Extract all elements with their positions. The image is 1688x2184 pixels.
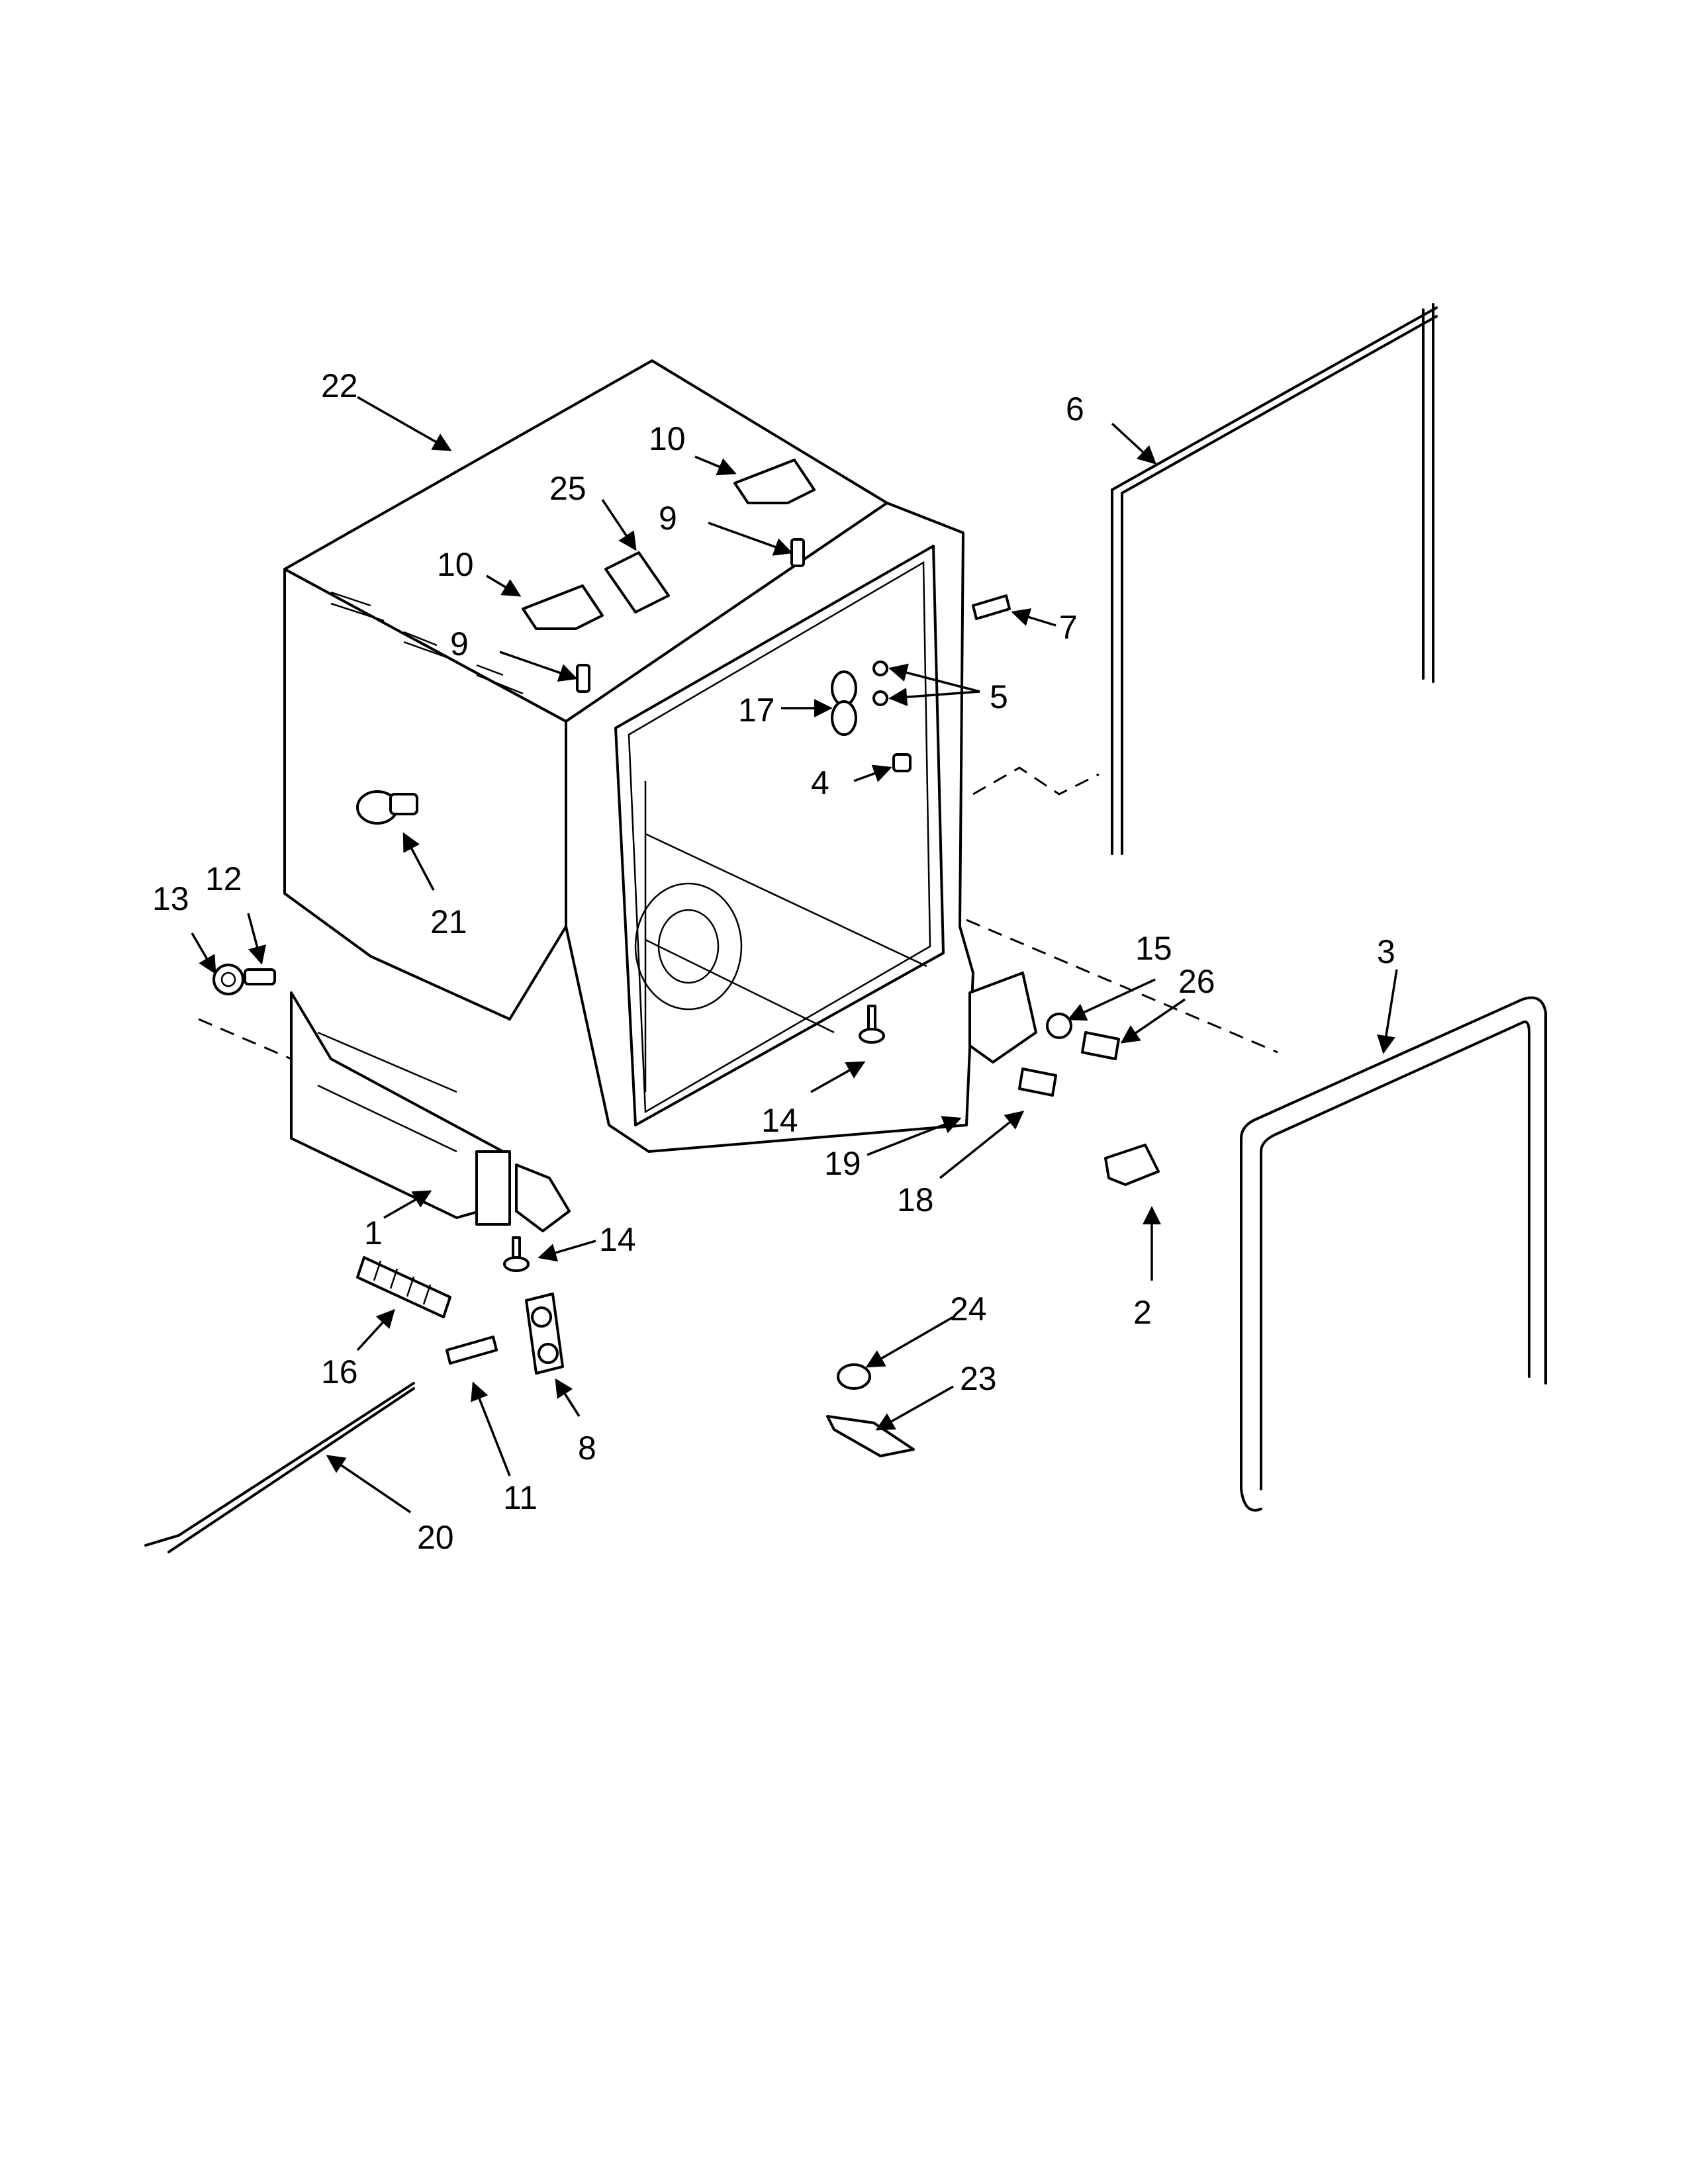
thermostat-24 bbox=[837, 1363, 871, 1390]
washers-5 bbox=[872, 660, 888, 706]
callout-8: 8 bbox=[578, 1430, 596, 1467]
roller-17 bbox=[831, 670, 857, 736]
callout-6: 6 bbox=[1066, 390, 1084, 428]
screw-18 bbox=[1018, 1068, 1057, 1097]
callout-9-upper: 9 bbox=[659, 500, 677, 537]
door-gasket-6 bbox=[1111, 303, 1438, 855]
screw-9-lower bbox=[576, 664, 590, 693]
callout-24: 24 bbox=[950, 1291, 987, 1328]
hinge-bracket-upper bbox=[733, 459, 816, 504]
screw-7 bbox=[972, 594, 1011, 620]
callout-4: 4 bbox=[811, 764, 829, 801]
callout-22: 22 bbox=[321, 367, 358, 404]
hinge-bracket-lower bbox=[522, 584, 604, 630]
screw-9-upper bbox=[790, 538, 805, 567]
washer-15 bbox=[1046, 1013, 1072, 1039]
callout-14-right: 14 bbox=[761, 1102, 798, 1139]
callout-23: 23 bbox=[960, 1360, 997, 1397]
tub-assembly bbox=[283, 359, 974, 1232]
bracket-23 bbox=[826, 1415, 915, 1457]
bracket-19 bbox=[968, 972, 1037, 1064]
door-gasket-3 bbox=[1240, 996, 1547, 1512]
callout-20: 20 bbox=[417, 1519, 454, 1556]
callout-16: 16 bbox=[321, 1353, 358, 1390]
callout-14-left: 14 bbox=[599, 1221, 636, 1258]
roller-bracket-8 bbox=[525, 1293, 564, 1375]
spring-16 bbox=[356, 1256, 451, 1318]
plug-21 bbox=[356, 790, 418, 825]
callout-17: 17 bbox=[738, 692, 775, 729]
cable-20 bbox=[144, 1382, 415, 1553]
callout-3: 3 bbox=[1377, 933, 1395, 970]
screw-26 bbox=[1081, 1031, 1120, 1060]
callout-25: 25 bbox=[549, 470, 586, 507]
nut-4 bbox=[892, 753, 912, 772]
callout-26: 26 bbox=[1178, 963, 1215, 1000]
callout-13: 13 bbox=[152, 880, 189, 917]
foot-14-right bbox=[859, 1005, 885, 1044]
callout-18: 18 bbox=[897, 1181, 934, 1218]
screw-11 bbox=[445, 1336, 498, 1365]
callout-21: 21 bbox=[430, 903, 467, 940]
callout-12: 12 bbox=[205, 860, 242, 897]
callout-10-lower: 10 bbox=[437, 546, 474, 583]
clip-25 bbox=[604, 551, 670, 614]
screw-12 bbox=[244, 968, 276, 985]
leader-lines bbox=[191, 396, 1398, 1514]
reference-line-left bbox=[198, 1018, 292, 1060]
callout-11: 11 bbox=[503, 1479, 538, 1516]
callout-7: 7 bbox=[1059, 609, 1078, 646]
callout-10-upper: 10 bbox=[649, 420, 686, 457]
foot-14-left bbox=[503, 1236, 530, 1272]
callout-15: 15 bbox=[1135, 930, 1172, 967]
clip-2 bbox=[1104, 1144, 1160, 1186]
callout-19: 19 bbox=[824, 1145, 861, 1182]
leveling-foot-13 bbox=[212, 964, 244, 995]
reference-line-upper bbox=[972, 766, 1100, 796]
callout-9-lower: 9 bbox=[450, 625, 469, 662]
callout-1: 1 bbox=[364, 1214, 383, 1251]
callout-5: 5 bbox=[990, 678, 1008, 715]
reference-line-lower bbox=[966, 919, 1278, 1054]
callout-2: 2 bbox=[1133, 1294, 1152, 1331]
